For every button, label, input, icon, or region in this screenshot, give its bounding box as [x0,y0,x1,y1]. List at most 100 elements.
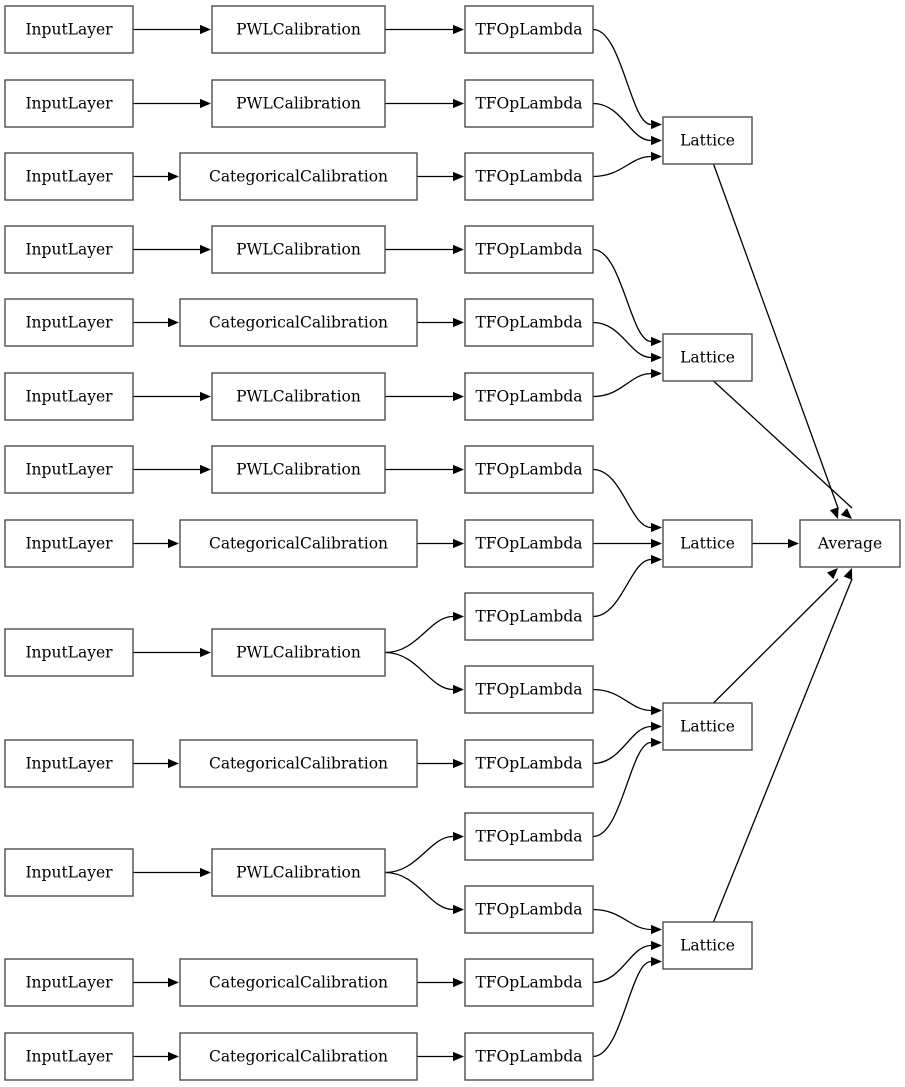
node-box[interactable] [464,298,594,347]
node-box[interactable] [4,152,134,201]
node-input-layer-in1[interactable]: InputLayer [4,5,134,54]
node-box[interactable] [211,628,386,677]
node-box[interactable] [211,5,386,54]
node-input-layer-in7[interactable]: InputLayer [4,445,134,494]
node-box[interactable] [211,445,386,494]
edge-in9-to-cal9 [133,647,211,658]
node-box[interactable] [464,5,594,54]
node-input-layer-in5[interactable]: InputLayer [4,298,134,347]
node-tfop-lambda-lam5[interactable]: TFOpLambda [464,298,594,347]
node-box[interactable] [179,739,418,788]
node-box[interactable] [662,333,753,382]
node-tfop-lambda-lam7[interactable]: TFOpLambda [464,445,594,494]
node-pwlcalibration-cal6[interactable]: PWLCalibration [211,372,386,421]
node-box[interactable] [4,519,134,568]
node-pwlcalibration-cal2[interactable]: PWLCalibration [211,79,386,128]
node-box[interactable] [464,812,594,861]
node-box[interactable] [464,372,594,421]
node-input-layer-in8[interactable]: InputLayer [4,519,134,568]
node-label: TFOpLambda [475,535,582,553]
node-input-layer-in4[interactable]: InputLayer [4,225,134,274]
node-box[interactable] [4,372,134,421]
edge-line [592,908,652,931]
node-box[interactable] [4,445,134,494]
node-box[interactable] [662,519,753,568]
node-box[interactable] [662,702,753,751]
node-box[interactable] [211,848,386,897]
node-box[interactable] [464,958,594,1007]
node-input-layer-in2[interactable]: InputLayer [4,79,134,128]
node-pwlcalibration-cal7[interactable]: PWLCalibration [211,445,386,494]
node-box[interactable] [464,445,594,494]
node-box[interactable] [211,79,386,128]
node-input-layer-in11[interactable]: InputLayer [4,848,134,897]
node-tfop-lambda-lam12[interactable]: TFOpLambda [464,812,594,861]
node-box[interactable] [464,1032,594,1081]
node-categorical-calibration-cal3[interactable]: CategoricalCalibration [179,152,418,201]
node-input-layer-in13[interactable]: InputLayer [4,1032,134,1081]
node-tfop-lambda-lam6[interactable]: TFOpLambda [464,372,594,421]
node-pwlcalibration-cal11[interactable]: PWLCalibration [211,848,386,897]
node-categorical-calibration-cal8[interactable]: CategoricalCalibration [179,519,418,568]
node-box[interactable] [4,848,134,897]
node-tfop-lambda-lam9[interactable]: TFOpLambda [464,592,594,641]
node-tfop-lambda-lam1[interactable]: TFOpLambda [464,5,594,54]
node-categorical-calibration-cal12[interactable]: CategoricalCalibration [179,958,418,1007]
node-box[interactable] [464,739,594,788]
edge-line [384,871,454,911]
node-lattice-lat3[interactable]: Lattice [662,519,753,568]
node-pwlcalibration-cal9[interactable]: PWLCalibration [211,628,386,677]
node-box[interactable] [4,628,134,677]
node-box[interactable] [464,885,594,934]
node-box[interactable] [4,1032,134,1081]
node-box[interactable] [179,958,418,1007]
node-box[interactable] [179,519,418,568]
node-pwlcalibration-cal4[interactable]: PWLCalibration [211,225,386,274]
node-tfop-lambda-lam15[interactable]: TFOpLambda [464,1032,594,1081]
node-input-layer-in3[interactable]: InputLayer [4,152,134,201]
node-box[interactable] [4,79,134,128]
node-pwlcalibration-cal1[interactable]: PWLCalibration [211,5,386,54]
node-lattice-lat1[interactable]: Lattice [662,116,753,165]
node-box[interactable] [464,79,594,128]
edge-cal7-to-lam7 [385,464,464,475]
node-box[interactable] [211,372,386,421]
node-box[interactable] [464,592,594,641]
node-lattice-lat4[interactable]: Lattice [662,702,753,751]
node-box[interactable] [4,5,134,54]
node-box[interactable] [799,519,901,568]
node-box[interactable] [464,665,594,714]
node-categorical-calibration-cal5[interactable]: CategoricalCalibration [179,298,418,347]
node-categorical-calibration-cal13[interactable]: CategoricalCalibration [179,1032,418,1081]
node-box[interactable] [179,298,418,347]
node-box[interactable] [179,1032,418,1081]
node-box[interactable] [662,116,753,165]
node-box[interactable] [662,921,753,970]
node-average-avg[interactable]: Average [799,519,901,568]
node-tfop-lambda-lam10[interactable]: TFOpLambda [464,665,594,714]
node-tfop-lambda-lam2[interactable]: TFOpLambda [464,79,594,128]
node-input-layer-in12[interactable]: InputLayer [4,958,134,1007]
node-tfop-lambda-lam14[interactable]: TFOpLambda [464,958,594,1007]
node-tfop-lambda-lam8[interactable]: TFOpLambda [464,519,594,568]
node-input-layer-in9[interactable]: InputLayer [4,628,134,677]
node-box[interactable] [4,958,134,1007]
node-label: TFOpLambda [475,608,582,626]
node-box[interactable] [179,152,418,201]
node-tfop-lambda-lam4[interactable]: TFOpLambda [464,225,594,274]
node-box[interactable] [4,298,134,347]
node-tfop-lambda-lam3[interactable]: TFOpLambda [464,152,594,201]
node-input-layer-in10[interactable]: InputLayer [4,739,134,788]
node-input-layer-in6[interactable]: InputLayer [4,372,134,421]
node-box[interactable] [464,225,594,274]
node-box[interactable] [211,225,386,274]
node-tfop-lambda-lam11[interactable]: TFOpLambda [464,739,594,788]
node-tfop-lambda-lam13[interactable]: TFOpLambda [464,885,594,934]
node-box[interactable] [4,225,134,274]
node-lattice-lat5[interactable]: Lattice [662,921,753,970]
node-lattice-lat2[interactable]: Lattice [662,333,753,382]
node-box[interactable] [464,519,594,568]
node-box[interactable] [4,739,134,788]
node-box[interactable] [464,152,594,201]
node-categorical-calibration-cal10[interactable]: CategoricalCalibration [179,739,418,788]
